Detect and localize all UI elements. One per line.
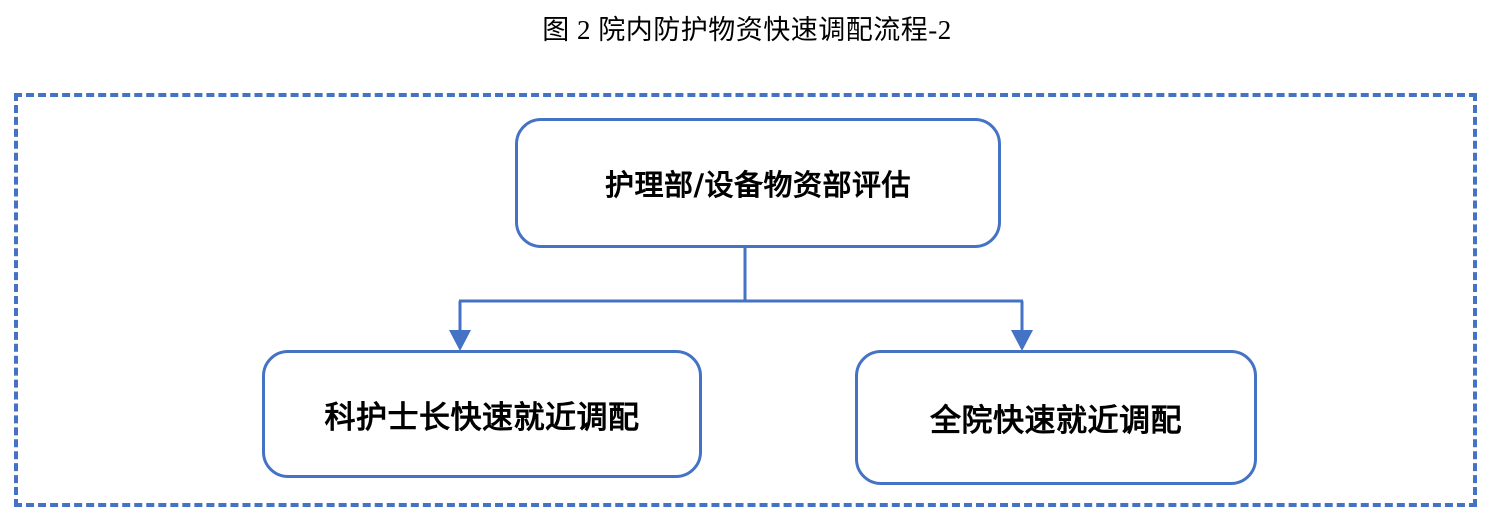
node-department-dispatch[interactable]: 科护士长快速就近调配 [262,350,702,478]
diagram-dashed-container [14,93,1477,507]
node-assessment[interactable]: 护理部/设备物资部评估 [515,118,1001,248]
figure-caption: 图 2 院内防护物资快速调配流程-2 [542,15,952,45]
node-department-dispatch-label: 科护士长快速就近调配 [324,399,640,436]
node-hospital-dispatch-label: 全院快速就近调配 [930,403,1182,439]
node-assessment-label: 护理部/设备物资部评估 [604,168,912,202]
node-hospital-dispatch[interactable]: 全院快速就近调配 [855,350,1257,485]
